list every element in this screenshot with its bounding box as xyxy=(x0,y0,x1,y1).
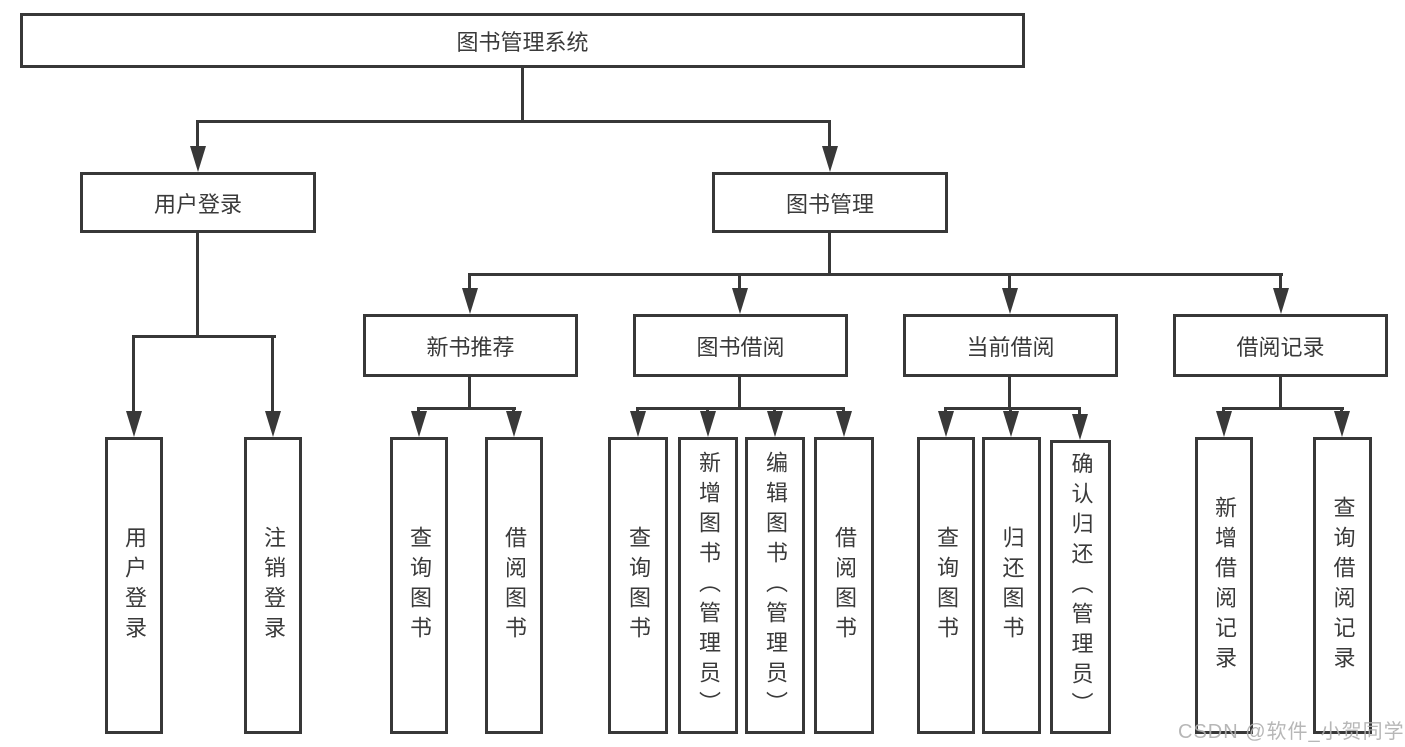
node-borrow-records-label: 借阅记录 xyxy=(1236,334,1325,360)
leaf-return-book-label: 归还图书 xyxy=(999,525,1025,646)
arrow-down-icon xyxy=(411,411,427,437)
connector-stem xyxy=(636,407,639,413)
arrow-down-icon xyxy=(506,411,522,437)
connector-records-trunk xyxy=(1279,377,1282,407)
leaf-newbook-query: 查询图书 xyxy=(390,437,448,734)
node-root: 图书管理系统 xyxy=(20,13,1025,68)
node-book-mgmt-label: 图书管理 xyxy=(785,191,874,217)
arrow-down-icon xyxy=(938,411,954,437)
leaf-current-query: 查询图书 xyxy=(917,437,975,734)
leaf-borrow-edit-admin-label: 编辑图书（管理员） xyxy=(763,450,788,721)
connector-stem-current xyxy=(1008,273,1011,290)
arrow-down-icon xyxy=(1216,411,1232,437)
node-current-borrow-label: 当前借阅 xyxy=(966,334,1055,360)
leaf-confirm-return-admin-label: 确认归还（管理员） xyxy=(1068,452,1094,722)
connector-stem xyxy=(1009,407,1012,413)
node-book-borrow: 图书借阅 xyxy=(633,314,848,377)
arrow-down-icon xyxy=(126,411,142,437)
connector-stem-mgmt xyxy=(828,120,831,148)
node-user-login-label: 用户登录 xyxy=(153,191,242,217)
arrow-down-icon xyxy=(1003,411,1019,437)
leaf-borrow-query: 查询图书 xyxy=(608,437,668,734)
connector-stem xyxy=(842,407,845,413)
node-borrow-records: 借阅记录 xyxy=(1173,314,1388,377)
arrow-down-icon xyxy=(462,288,478,314)
arrow-down-icon xyxy=(1002,288,1018,314)
arrow-down-icon xyxy=(767,411,783,437)
leaf-return-book: 归还图书 xyxy=(982,437,1041,734)
leaf-borrow-book: 借阅图书 xyxy=(814,437,874,734)
leaf-borrow-add-admin: 新增图书（管理员） xyxy=(678,437,738,734)
connector-stem xyxy=(512,407,515,413)
leaf-logout: 注销登录 xyxy=(244,437,302,734)
connector-stem xyxy=(1078,407,1081,416)
connector-stem-newbook xyxy=(468,273,471,290)
node-book-mgmt: 图书管理 xyxy=(712,172,948,233)
leaf-add-borrow-record: 新增借阅记录 xyxy=(1195,437,1253,734)
node-user-login: 用户登录 xyxy=(80,172,316,233)
connector-login-bar xyxy=(132,335,276,338)
connector-root-trunk xyxy=(521,68,524,120)
leaf-query-borrow-record-label: 查询借阅记录 xyxy=(1330,495,1356,676)
connector-mgmt-bar xyxy=(469,273,1283,276)
arrow-down-icon xyxy=(265,411,281,437)
connector-stem xyxy=(1222,407,1225,413)
connector-stem xyxy=(706,407,709,413)
arrow-down-icon xyxy=(1072,414,1088,440)
leaf-newbook-borrow: 借阅图书 xyxy=(485,437,543,734)
connector-current-trunk xyxy=(1008,377,1011,407)
arrow-down-icon xyxy=(836,411,852,437)
connector-mgmt-trunk xyxy=(828,233,831,273)
csdn-watermark: CSDN @软件_小贺同学 xyxy=(1178,721,1405,743)
connector-borrow-trunk xyxy=(738,377,741,407)
connector-root-bar xyxy=(197,120,831,123)
arrow-down-icon xyxy=(190,146,206,172)
arrow-down-icon xyxy=(700,411,716,437)
leaf-borrow-query-label: 查询图书 xyxy=(626,525,651,646)
leaf-borrow-book-label: 借阅图书 xyxy=(832,525,857,646)
connector-stem-login xyxy=(196,120,199,148)
connector-stem-login-leaf1 xyxy=(132,335,135,411)
leaf-newbook-borrow-label: 借阅图书 xyxy=(502,525,527,646)
connector-stem-records xyxy=(1279,273,1282,290)
node-book-borrow-label: 图书借阅 xyxy=(696,334,785,360)
connector-records-bar xyxy=(1222,407,1344,410)
node-new-book-recommend-label: 新书推荐 xyxy=(426,334,515,360)
connector-login-trunk xyxy=(196,233,199,335)
connector-stem xyxy=(944,407,947,413)
connector-stem xyxy=(417,407,420,413)
connector-stem-login-leaf2 xyxy=(271,335,274,411)
arrow-down-icon xyxy=(732,288,748,314)
arrow-down-icon xyxy=(1334,411,1350,437)
leaf-current-query-label: 查询图书 xyxy=(934,525,959,646)
connector-newbook-bar xyxy=(417,407,516,410)
connector-borrow-bar xyxy=(636,407,845,410)
leaf-query-borrow-record: 查询借阅记录 xyxy=(1313,437,1372,734)
node-new-book-recommend: 新书推荐 xyxy=(363,314,578,377)
arrow-down-icon xyxy=(630,411,646,437)
connector-current-bar xyxy=(944,407,1081,410)
node-current-borrow: 当前借阅 xyxy=(903,314,1118,377)
connector-stem xyxy=(1340,407,1343,413)
leaf-confirm-return-admin: 确认归还（管理员） xyxy=(1050,440,1111,734)
leaf-newbook-query-label: 查询图书 xyxy=(407,525,432,646)
leaf-add-borrow-record-label: 新增借阅记录 xyxy=(1212,495,1237,676)
leaf-user-login-label: 用户登录 xyxy=(122,525,147,646)
arrow-down-icon xyxy=(822,146,838,172)
connector-stem-borrow xyxy=(738,273,741,290)
connector-stem xyxy=(773,407,776,413)
leaf-logout-label: 注销登录 xyxy=(261,525,286,646)
connector-newbook-trunk xyxy=(468,377,471,407)
node-root-label: 图书管理系统 xyxy=(456,29,589,55)
leaf-borrow-add-admin-label: 新增图书（管理员） xyxy=(696,450,721,721)
arrow-down-icon xyxy=(1273,288,1289,314)
leaf-user-login: 用户登录 xyxy=(105,437,163,734)
leaf-borrow-edit-admin: 编辑图书（管理员） xyxy=(745,437,805,734)
